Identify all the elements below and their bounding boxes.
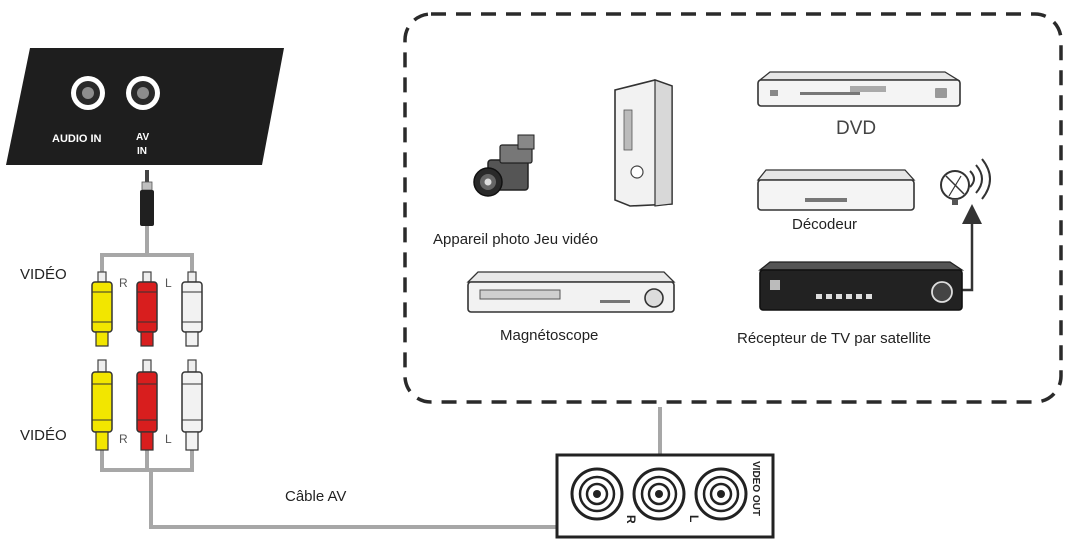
vcr-icon <box>466 271 676 313</box>
satellite-receiver-label: Récepteur de TV par satellite <box>737 330 931 347</box>
satellite-link-arrow <box>962 204 982 292</box>
decoder-icon <box>756 169 916 211</box>
rca-plug-bottom-white <box>181 359 203 451</box>
device-region-dashed-border <box>403 12 1063 404</box>
mini-jack-plug <box>140 170 154 226</box>
rca-plug-bottom-red <box>136 359 158 451</box>
decoder-label: Décodeur <box>792 216 857 233</box>
av-cable-line <box>149 470 560 529</box>
video-out-jack-1[interactable] <box>570 467 624 521</box>
game-console-icon <box>614 79 673 207</box>
av-in-label-line1: AV <box>136 132 149 143</box>
video-label-bottom: VIDÉO <box>20 427 67 444</box>
av-in-jack[interactable] <box>126 76 160 110</box>
audio-in-jack[interactable] <box>71 76 105 110</box>
av-in-label-line2: IN <box>137 146 147 157</box>
rca-plug-top-yellow <box>91 271 113 347</box>
satellite-dish-icon <box>940 158 991 205</box>
rca-plug-top-white <box>181 271 203 347</box>
output-l-label: L <box>687 515 701 522</box>
dvd-player-icon <box>757 71 961 107</box>
video-out-jack-r[interactable] <box>632 467 686 521</box>
video-label-top: VIDÉO <box>20 266 67 283</box>
r-label-top: R <box>119 276 128 290</box>
tv-input-panel: AUDIO IN AV IN <box>6 48 284 165</box>
video-out-jack-l[interactable] <box>694 467 748 521</box>
r-label-bottom: R <box>119 432 128 446</box>
vcr-label: Magnétoscope <box>500 327 598 344</box>
camcorder-icon <box>473 134 535 197</box>
video-out-label: VIDEO OUT <box>750 461 761 516</box>
l-label-top: L <box>165 276 172 290</box>
camera-console-label: Appareil photo Jeu vidéo <box>433 231 598 248</box>
cable-harness <box>100 253 560 529</box>
av-cable-label: Câble AV <box>285 488 346 505</box>
l-label-bottom: L <box>165 432 172 446</box>
output-r-label: R <box>624 515 638 524</box>
rca-plug-bottom-yellow <box>91 359 113 451</box>
dvd-label: DVD <box>836 118 876 139</box>
satellite-receiver-icon <box>758 261 965 311</box>
video-out-box: R L VIDEO OUT <box>555 453 775 539</box>
rca-plug-top-red <box>136 271 158 347</box>
audio-in-label: AUDIO IN <box>52 133 102 145</box>
